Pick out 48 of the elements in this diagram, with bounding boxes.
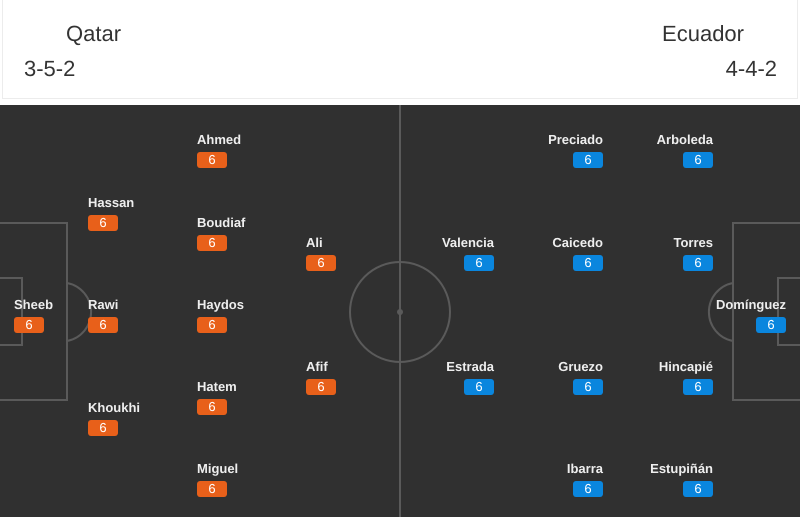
player-rating: 6 [306, 255, 336, 271]
player-name: Miguel [197, 461, 238, 477]
formation: 4-4-2 [726, 57, 777, 81]
player-rating: 6 [197, 317, 227, 333]
player-name: Gruezo [558, 359, 603, 375]
player-rating: 6 [14, 317, 44, 333]
player-rating: 6 [683, 481, 713, 497]
player-rating: 6 [573, 255, 603, 271]
team-name: Qatar [66, 22, 122, 46]
player-name: Caicedo [552, 235, 603, 251]
team-name: Ecuador [662, 22, 744, 46]
player-name: Valencia [442, 235, 494, 251]
player-name: Ali [306, 235, 323, 251]
formation: 3-5-2 [24, 57, 76, 81]
player-name: Torres [674, 235, 713, 251]
player-rating: 6 [573, 481, 603, 497]
player-name: Boudiaf [197, 215, 246, 231]
player-name: Rawi [88, 297, 118, 313]
player-rating: 6 [88, 420, 118, 436]
player-rating: 6 [573, 379, 603, 395]
player-rating: 6 [88, 215, 118, 231]
player-name: Ibarra [566, 461, 603, 477]
player-rating: 6 [197, 481, 227, 497]
player-name: Hincapié [658, 359, 713, 375]
player-name: Preciado [548, 132, 603, 148]
player-name: Estupiñán [650, 461, 713, 477]
player-name: Sheeb [14, 297, 54, 313]
player-name: Estrada [446, 359, 494, 375]
player-name: Ahmed [197, 132, 242, 148]
player-rating: 6 [88, 317, 118, 333]
player-rating: 6 [464, 255, 494, 271]
player-rating: 6 [756, 317, 786, 333]
player-rating: 6 [683, 255, 713, 271]
player-rating: 6 [683, 379, 713, 395]
player-rating: 6 [197, 152, 227, 168]
player-rating: 6 [306, 379, 336, 395]
player-rating: 6 [683, 152, 713, 168]
player-name: Haydos [197, 297, 244, 313]
player-name: Domínguez [716, 297, 786, 313]
player-name: Hatem [197, 379, 237, 395]
player-rating: 6 [197, 399, 227, 415]
player-name: Khoukhi [88, 400, 140, 416]
player-name: Hassan [88, 195, 134, 211]
player-rating: 6 [197, 235, 227, 251]
player-name: Arboleda [656, 132, 713, 148]
player-name: Afif [306, 359, 328, 375]
player-rating: 6 [464, 379, 494, 395]
player-rating: 6 [573, 152, 603, 168]
